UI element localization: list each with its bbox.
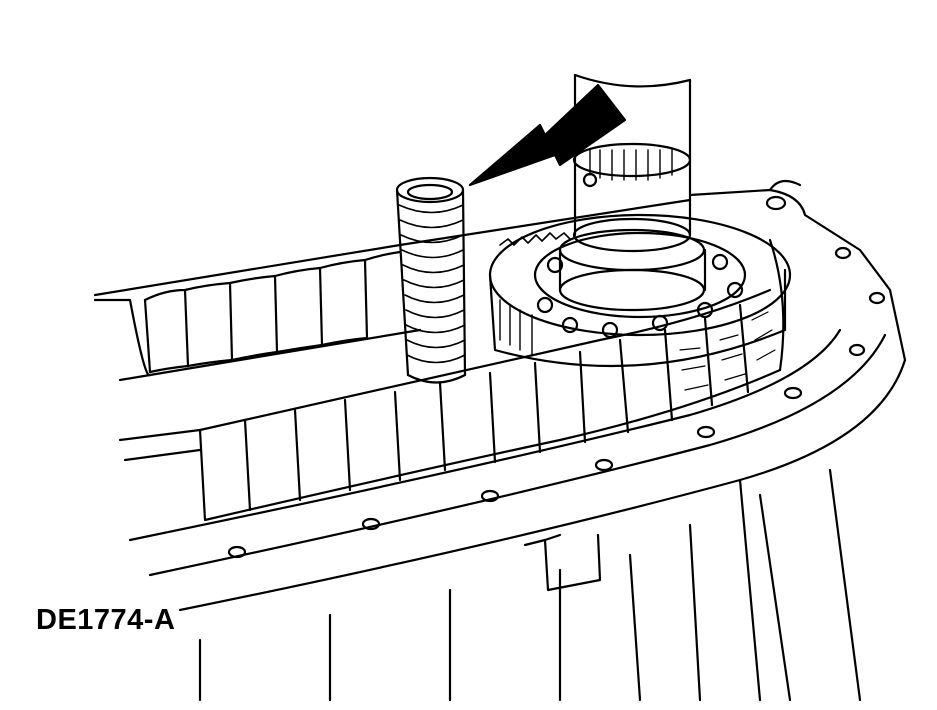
ring-gear-drum — [488, 213, 792, 368]
rear-clutch-pack — [93, 198, 692, 382]
pointer-arrow — [468, 83, 627, 187]
front-clutch-pack — [118, 238, 785, 522]
figure-id-label: DE1774-A — [36, 604, 176, 636]
output-shaft — [558, 73, 707, 312]
case-flange — [128, 179, 907, 702]
coil-spring — [395, 176, 467, 384]
